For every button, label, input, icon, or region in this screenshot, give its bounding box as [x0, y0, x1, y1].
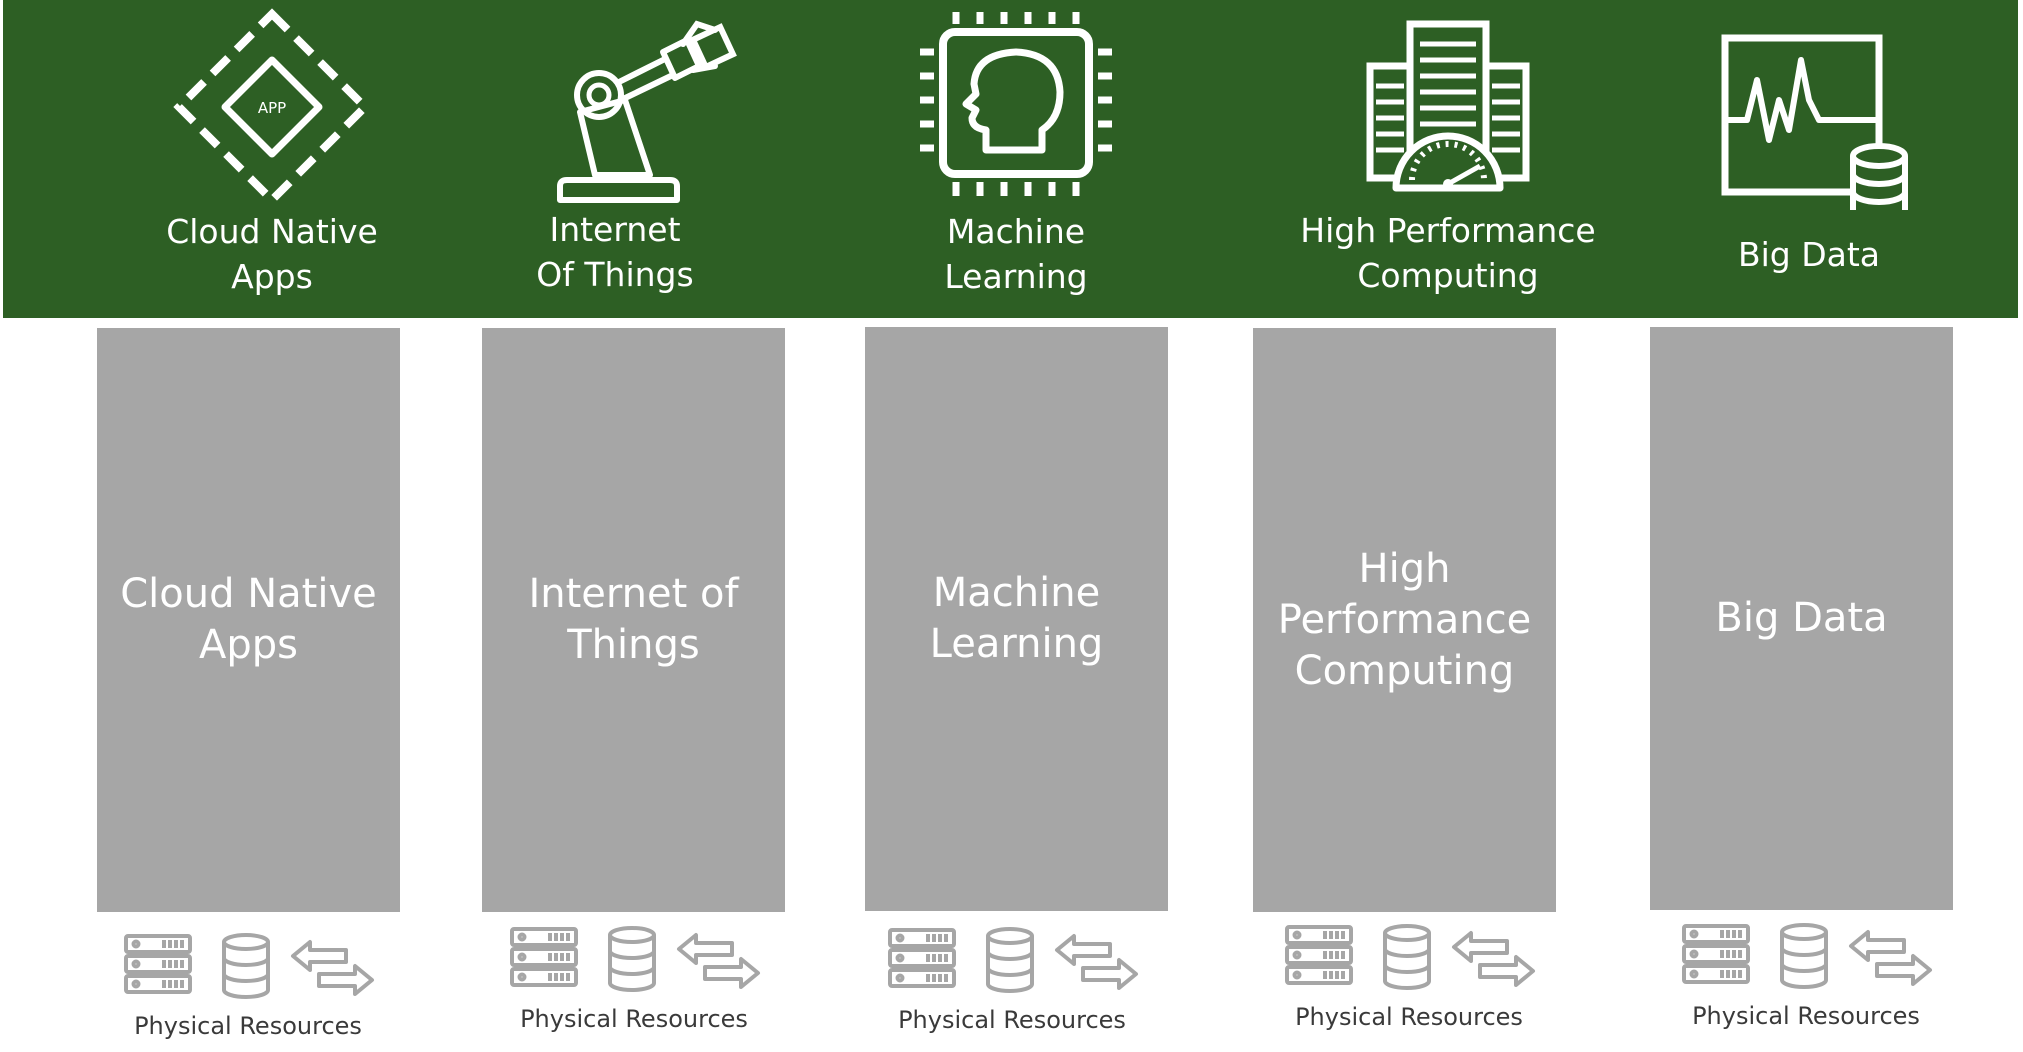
category-label-line1: High Performance [1300, 211, 1596, 250]
category-internet-of-things: Internet Of Things [435, 0, 795, 318]
physical-resources-group: Physical Resources [98, 932, 398, 1052]
category-high-performance-computing: High Performance Computing [1268, 0, 1628, 318]
category-label-line1: Internet [549, 210, 681, 249]
transfer-arrows-icon [1849, 930, 1932, 986]
transfer-arrows-icon [677, 933, 760, 989]
physical-resources-group: Physical Resources [1656, 922, 1956, 1042]
physical-resources-group: Physical Resources [1259, 923, 1559, 1043]
column-title-line3: Computing [1294, 647, 1515, 694]
physical-resources-label: Physical Resources [520, 1005, 748, 1033]
stack-column-big-data: Big Data [1650, 327, 1953, 910]
server-stack-icon [1682, 924, 1750, 984]
server-stack-icon [1285, 925, 1353, 985]
column-title-line1: High [1358, 545, 1451, 592]
category-label-line1: Machine [946, 212, 1086, 251]
category-label-line2: Of Things [536, 255, 694, 294]
physical-resources-group: Physical Resources [484, 925, 784, 1045]
column-title: Internet of Things [528, 569, 738, 671]
chip-head-icon [920, 12, 1112, 196]
app-icon-text: APP [258, 99, 286, 117]
column-title-line1: Cloud Native [120, 571, 377, 617]
buildings-gauge-icon [1366, 20, 1530, 192]
monitor-database-icon [1721, 34, 1908, 210]
transfer-arrows-icon [291, 940, 374, 996]
physical-resources-label: Physical Resources [1692, 1002, 1920, 1030]
category-label-line2: Learning [944, 257, 1088, 296]
stack-column-internet-of-things: Internet of Things [482, 328, 785, 912]
physical-resources-label: Physical Resources [1295, 1003, 1523, 1031]
column-title-line2: Learning [929, 621, 1104, 667]
category-cloud-native-apps: APP Cloud Native Apps [92, 0, 452, 318]
category-label-line1: Big Data [1737, 235, 1881, 274]
database-icon [608, 926, 656, 992]
transfer-arrows-icon [1055, 934, 1138, 990]
category-big-data: Big Data [1629, 0, 1989, 318]
server-stack-icon [510, 927, 578, 987]
category-label-line2: Computing [1357, 256, 1539, 295]
server-stack-icon [124, 934, 192, 994]
database-icon [1780, 923, 1828, 989]
column-title-line1: Internet of [528, 571, 739, 617]
column-title-line2: Performance [1277, 596, 1532, 643]
category-label-line2: Apps [231, 257, 313, 296]
physical-resources-label: Physical Resources [898, 1006, 1126, 1034]
column-title-line1: Machine [932, 570, 1101, 616]
column-title-line2: Things [567, 622, 700, 668]
category-machine-learning: Machine Learning [836, 0, 1196, 318]
column-title-line1: Big Data [1715, 595, 1888, 641]
database-icon [222, 933, 270, 999]
database-icon [986, 927, 1034, 993]
column-title: Big Data [1715, 593, 1887, 644]
column-title-line2: Apps [199, 622, 298, 668]
server-stack-icon [888, 928, 956, 988]
robot-arm-icon [557, 20, 737, 203]
physical-resources-label: Physical Resources [134, 1012, 362, 1040]
app-diamond-icon: APP [173, 8, 371, 206]
category-label-line1: Cloud Native [166, 212, 378, 251]
transfer-arrows-icon [1452, 931, 1535, 987]
physical-resources-group: Physical Resources [862, 926, 1162, 1046]
database-icon [1383, 924, 1431, 990]
